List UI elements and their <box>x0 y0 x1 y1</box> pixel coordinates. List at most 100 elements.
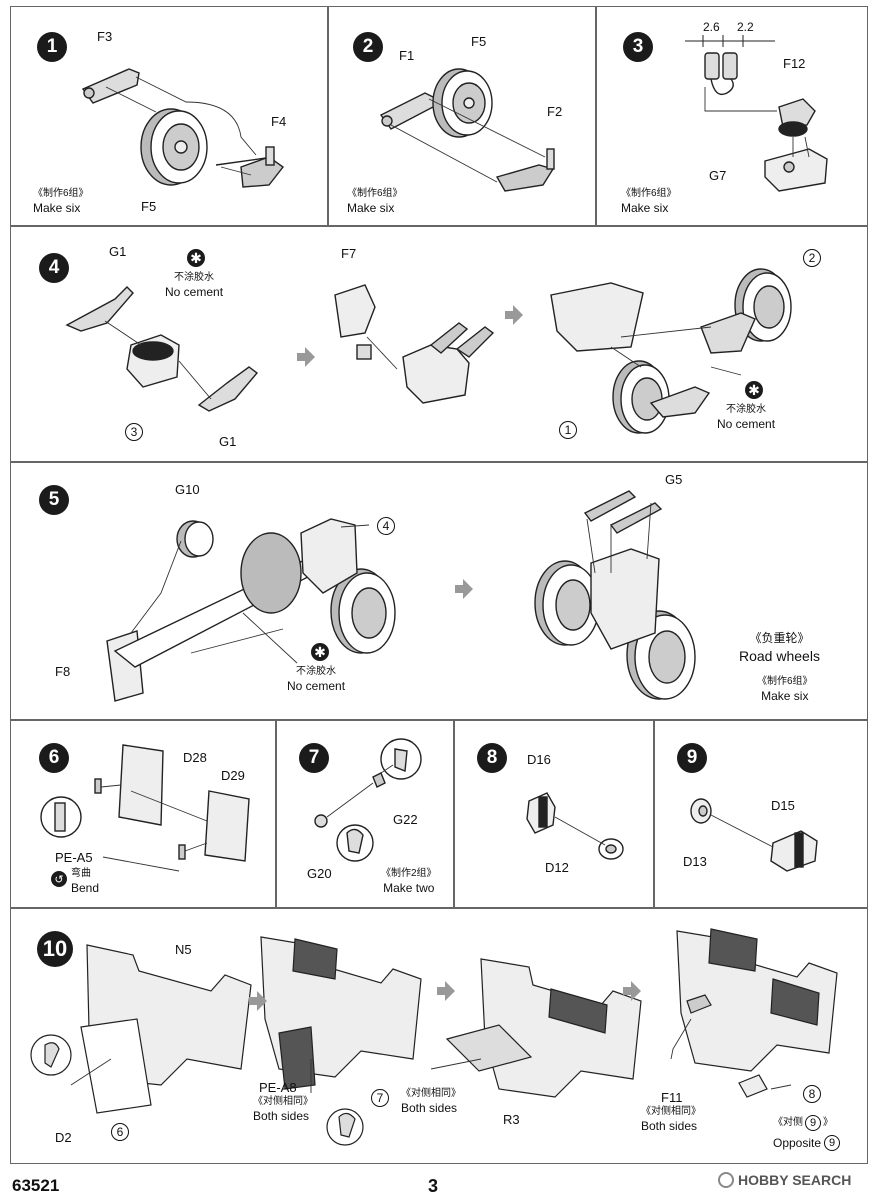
step-10-panel: 10 N5 D2 6 PE-A8 《对侧相同》 Both sides 7 《对侧… <box>10 908 868 1164</box>
opposite-cn-row: 《对侧 9 》 <box>773 1113 840 1133</box>
no-cement-icon-2: ✱ <box>745 381 763 399</box>
section-title-cn: 《负重轮》 <box>749 631 810 645</box>
part-label-d13: D13 <box>683 854 707 869</box>
part-label-f8: F8 <box>55 664 71 679</box>
step-number: 10 <box>37 931 73 967</box>
quantity-note-cn: 《制作6组》 <box>347 188 403 199</box>
subassembly-ref-8: 8 <box>803 1085 821 1103</box>
quantity-note: 《制作6组》 Make six <box>621 187 677 215</box>
step-number: 5 <box>39 485 69 515</box>
no-cement-note: 不涂胶水 No cement <box>165 271 223 299</box>
part-label-n5: N5 <box>175 942 192 957</box>
no-cement-en: No cement <box>165 285 224 299</box>
step-number: 2 <box>353 32 383 62</box>
quantity-note: 《制作6组》 Make six <box>347 187 403 215</box>
quantity-note-en: Make six <box>761 689 809 703</box>
quantity-note-cn: 《制作6组》 <box>33 188 89 199</box>
step-8-panel: 8 D16 D12 <box>454 720 654 908</box>
part-label-f2: F2 <box>547 104 563 119</box>
part-label-f5: F5 <box>471 34 487 49</box>
step-5-illustration <box>106 490 696 702</box>
quantity-note-en: Make six <box>621 201 669 215</box>
step-number: 8 <box>477 743 507 773</box>
bend-note-cn: 弯曲 <box>71 868 91 879</box>
step-2-panel: 2 F1 F5 F2 《制作6组》 Make six <box>328 6 596 226</box>
opposite-cn: 《对侧 <box>773 1117 803 1128</box>
step-7-panel: 7 G22 G20 《制作2组》 Make two <box>276 720 454 908</box>
both-sides-cn-2: 《对侧相同》 <box>401 1088 461 1099</box>
subassembly-ref-2: 2 <box>803 249 821 267</box>
watermark-logo-icon <box>718 1172 734 1188</box>
no-cement-note-2: 不涂胶水 No cement <box>717 403 775 431</box>
step-9-illustration <box>690 798 818 872</box>
step-1-illustration <box>81 68 285 188</box>
part-label-g22: G22 <box>393 812 418 827</box>
dimension-label-1: 2.6 <box>703 20 720 34</box>
step-number: 6 <box>39 743 69 773</box>
part-label-d28: D28 <box>183 750 207 765</box>
part-label-d29: D29 <box>221 768 245 783</box>
subassembly-ref-4: 4 <box>377 517 395 535</box>
both-sides-en-1: Both sides <box>253 1109 310 1123</box>
part-label-r3: R3 <box>503 1112 520 1127</box>
part-label-f12: F12 <box>783 56 806 71</box>
part-label-f4: F4 <box>271 114 287 129</box>
subassembly-ref-3: 3 <box>125 423 143 441</box>
step-3-illustration <box>685 35 828 192</box>
part-label-g1-top: G1 <box>109 244 127 259</box>
step-number: 3 <box>623 32 653 62</box>
part-label-g1-bottom: G1 <box>219 434 237 449</box>
subassembly-ref-6: 6 <box>111 1123 129 1141</box>
step-number: 4 <box>39 253 69 283</box>
step-6-panel: 6 D28 D29 PE-A5 ↺ 弯曲 Bend <box>10 720 276 908</box>
watermark-text: HOBBY SEARCH <box>738 1172 852 1188</box>
no-cement-en: No cement <box>287 679 346 693</box>
both-sides-note-2: 《对侧相同》 Both sides <box>401 1087 461 1115</box>
subassembly-ref-7: 7 <box>371 1089 389 1107</box>
both-sides-en-3: Both sides <box>641 1119 698 1133</box>
step-4-panel: 4 G1 G1 F7 3 2 1 ✱ 不涂胶水 No cement ✱ 不涂胶水… <box>10 226 868 462</box>
part-label-g5: G5 <box>665 472 683 487</box>
quantity-note: 《制作6组》 Make six <box>33 187 89 215</box>
part-label-d12: D12 <box>545 860 569 875</box>
step-2-illustration <box>379 68 555 192</box>
step-number: 7 <box>299 743 329 773</box>
opposite-cn-close: 》 <box>823 1117 833 1128</box>
opposite-en: Opposite <box>773 1136 822 1150</box>
subassembly-ref-9b: 9 <box>824 1135 841 1151</box>
quantity-note: 《制作6组》 Make six <box>757 675 813 703</box>
part-label-f5: F5 <box>141 199 157 214</box>
step-1-panel: 1 F3 F4 F5 《制作6组》 Make six <box>10 6 328 226</box>
product-code: 63521 <box>12 1176 60 1195</box>
part-label-d2: D2 <box>55 1130 72 1145</box>
part-label-d16: D16 <box>527 752 551 767</box>
part-label-pe-a5: PE-A5 <box>55 850 93 865</box>
part-label-f1: F1 <box>399 48 415 63</box>
no-cement-en-2: No cement <box>717 417 776 431</box>
opposite-en-row: Opposite 9 <box>773 1133 841 1153</box>
step-6-illustration <box>40 744 250 872</box>
part-label-d15: D15 <box>771 798 795 813</box>
quantity-note: 《制作2组》 Make two <box>381 867 437 895</box>
step-7-illustration <box>314 738 422 862</box>
quantity-note-cn: 《制作2组》 <box>381 868 437 879</box>
part-label-pe-a8: PE-A8 <box>259 1080 297 1095</box>
quantity-note-cn: 《制作6组》 <box>757 676 813 687</box>
part-label-f3: F3 <box>97 29 113 44</box>
quantity-note-en: Make two <box>383 881 435 895</box>
subassembly-ref-1: 1 <box>559 421 577 439</box>
no-cement-note: 不涂胶水 No cement <box>287 665 345 693</box>
quantity-note-cn: 《制作6组》 <box>621 188 677 199</box>
step-number: 9 <box>677 743 707 773</box>
section-title: 《负重轮》 Road wheels <box>739 629 820 665</box>
step-4-illustration <box>65 268 792 434</box>
both-sides-note-1: 《对侧相同》 Both sides <box>253 1095 313 1123</box>
quantity-note-en: Make six <box>347 201 395 215</box>
bend-icon: ↺ <box>51 871 67 887</box>
no-cement-cn: 不涂胶水 <box>174 272 215 283</box>
step-3-panel: 3 2.6 2.2 F12 G7 《制作6组》 Make six <box>596 6 868 226</box>
part-label-f11: F11 <box>661 1090 683 1105</box>
bend-note: 弯曲 Bend <box>71 867 99 895</box>
section-title-en: Road wheels <box>739 648 820 664</box>
both-sides-cn-3: 《对侧相同》 <box>641 1106 701 1117</box>
